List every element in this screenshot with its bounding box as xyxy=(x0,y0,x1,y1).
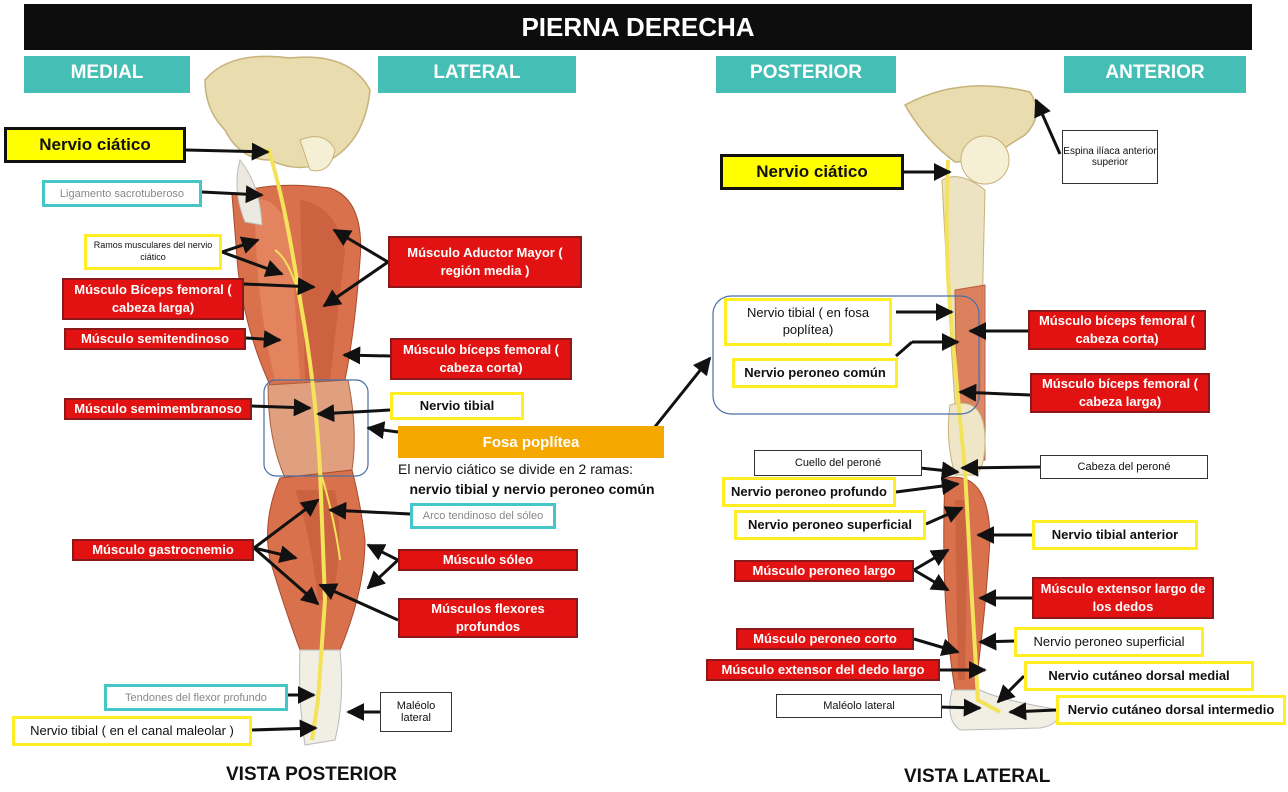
note-text: El nervio ciático se divide en 2 ramas: xyxy=(398,461,633,477)
label-ramos-musculares: Ramos musculares del nervio ciático xyxy=(84,234,222,270)
label-nervio-ciatico-lateral: Nervio ciático xyxy=(720,154,904,190)
note-bold: nervio tibial y nervio peroneo común xyxy=(398,480,666,500)
label-arco-soleo: Arco tendinoso del sóleo xyxy=(410,503,556,529)
note-division-ciatico: El nervio ciático se divide en 2 ramas: … xyxy=(398,460,666,499)
label-tibial-anterior: Nervio tibial anterior xyxy=(1032,520,1198,550)
label-semitendinoso: Músculo semitendinoso xyxy=(64,328,246,350)
label-peroneo-profundo: Nervio peroneo profundo xyxy=(722,477,896,507)
label-flexores-profundos: Músculos flexores profundos xyxy=(398,598,578,638)
label-biceps-larga-lateral: Músculo bíceps femoral ( cabeza larga) xyxy=(1030,373,1210,413)
label-cuello-perone: Cuello del peroné xyxy=(754,450,922,476)
label-ligamento-sacrotuberoso: Ligamento sacrotuberoso xyxy=(42,180,202,207)
label-extensor-dedo-largo: Músculo extensor del dedo largo xyxy=(706,659,940,681)
label-cutaneo-medial: Nervio cutáneo dorsal medial xyxy=(1024,661,1254,691)
label-biceps-larga-posterior: Músculo Bíceps femoral ( cabeza larga) xyxy=(62,278,244,320)
label-tibial-canal-maleolar: Nervio tibial ( en el canal maleolar ) xyxy=(12,716,252,746)
label-extensor-largo-dedos: Músculo extensor largo de los dedos xyxy=(1032,577,1214,619)
label-tibial-fosa: Nervio tibial ( en fosa poplítea) xyxy=(724,298,892,346)
label-fosa-poplitea: Fosa poplítea xyxy=(398,426,664,458)
label-peroneo-superficial: Nervio peroneo superficial xyxy=(734,510,926,540)
label-soleo: Músculo sóleo xyxy=(398,549,578,571)
label-biceps-corta-lateral: Músculo bíceps femoral ( cabeza corta) xyxy=(1028,310,1206,350)
caption-vista-posterior: VISTA POSTERIOR xyxy=(226,764,397,786)
label-biceps-corta-posterior: Músculo bíceps femoral ( cabeza corta) xyxy=(390,338,572,380)
label-aductor-mayor: Músculo Aductor Mayor ( región media ) xyxy=(388,236,582,288)
label-gastrocnemio: Músculo gastrocnemio xyxy=(72,539,254,561)
label-cutaneo-intermedio: Nervio cutáneo dorsal intermedio xyxy=(1056,695,1286,725)
label-nervio-ciatico-posterior: Nervio ciático xyxy=(4,127,186,163)
label-tendones-flexor: Tendones del flexor profundo xyxy=(104,684,288,711)
label-maleolo-lateral: Maléolo lateral xyxy=(776,694,942,718)
label-cabeza-perone: Cabeza del peroné xyxy=(1040,455,1208,479)
label-peroneo-largo: Músculo peroneo largo xyxy=(734,560,914,582)
label-peroneo-comun: Nervio peroneo común xyxy=(732,358,898,388)
label-maleolo-posterior: Maléolo lateral xyxy=(380,692,452,732)
label-espina-iliaca: Espina ilíaca anterior superior xyxy=(1062,130,1158,184)
label-nervio-tibial-posterior: Nervio tibial xyxy=(390,392,524,420)
label-semimembranoso: Músculo semimembranoso xyxy=(64,398,252,420)
label-peroneo-superficial-2: Nervio peroneo superficial xyxy=(1014,627,1204,657)
label-peroneo-corto: Músculo peroneo corto xyxy=(736,628,914,650)
caption-vista-lateral: VISTA LATERAL xyxy=(904,766,1050,788)
